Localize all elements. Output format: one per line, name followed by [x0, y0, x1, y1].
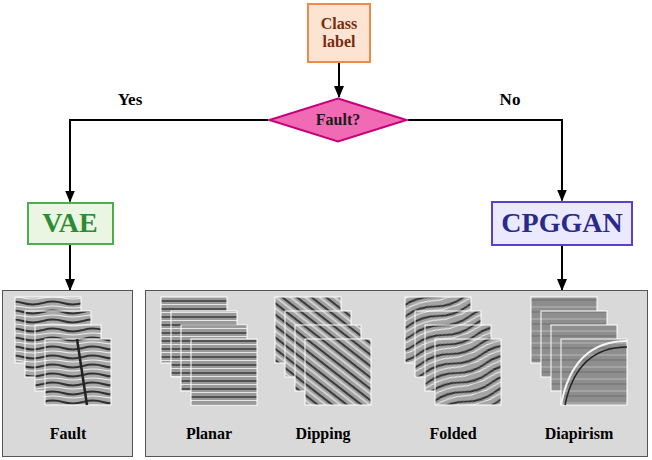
model-box: VAE — [27, 202, 114, 245]
class-label: Fault — [50, 425, 86, 443]
seismic-image — [305, 339, 371, 405]
edge-label: Yes — [116, 90, 145, 110]
input-box: Class label — [307, 3, 371, 63]
class-label: Dipping — [295, 425, 350, 443]
seismic-image — [191, 339, 257, 405]
connector-arrow — [70, 120, 268, 202]
seismic-stack — [531, 297, 627, 405]
seismic-image — [45, 339, 111, 405]
connector-arrow — [408, 120, 562, 201]
output-panel: Fault — [2, 290, 133, 457]
connector-arrow — [561, 246, 563, 291]
seismic-image — [435, 339, 501, 405]
seismic-stack — [15, 297, 111, 405]
diamond-shape — [270, 99, 407, 142]
node-label: Class label — [313, 15, 365, 50]
seismic-stack — [405, 297, 501, 405]
decision-diamond: Fault? — [268, 97, 408, 143]
class-label: Planar — [186, 425, 232, 443]
output-panel: Planar Dipping Folded Diapirism — [145, 290, 648, 457]
node-label: Fault? — [316, 111, 360, 129]
connector-arrow — [69, 245, 71, 291]
class-label: Folded — [429, 425, 476, 443]
model-box: CPGGAN — [491, 201, 632, 246]
edge-label: No — [498, 90, 523, 110]
seismic-image — [561, 339, 627, 405]
seismic-stack — [275, 297, 371, 405]
node-label: CPGGAN — [501, 208, 622, 239]
seismic-stack — [161, 297, 257, 405]
connector-arrow — [338, 63, 340, 97]
class-label: Diapirism — [545, 425, 613, 443]
node-label: VAE — [42, 208, 98, 239]
